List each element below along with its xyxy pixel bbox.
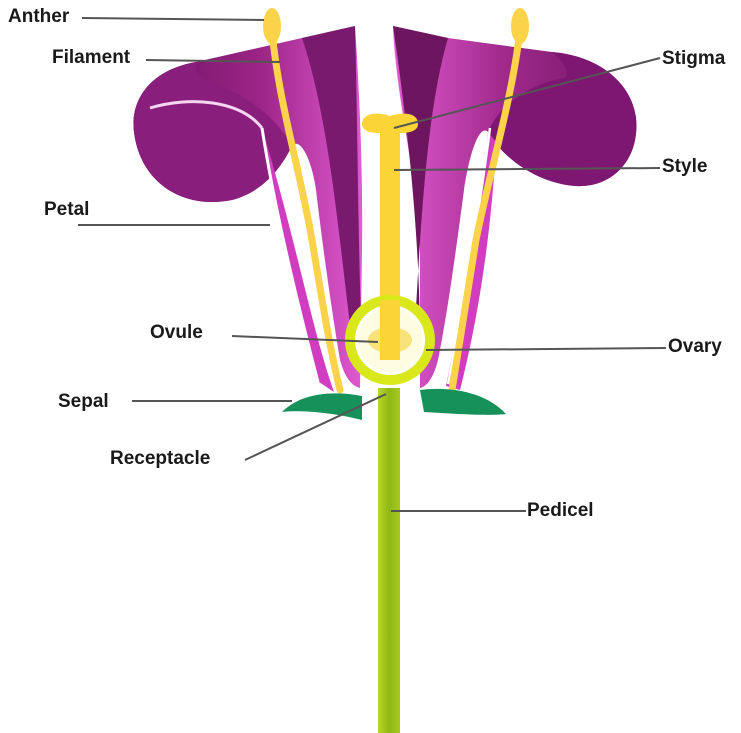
label-petal: Petal (44, 199, 89, 221)
label-pedicel: Pedicel (527, 500, 594, 522)
label-ovary: Ovary (668, 336, 722, 358)
label-receptacle: Receptacle (110, 448, 210, 470)
label-sepal: Sepal (58, 391, 109, 413)
left-sepal (282, 393, 362, 420)
label-filament: Filament (52, 47, 130, 69)
left-anther (263, 8, 281, 44)
right-sepal (420, 389, 506, 415)
pedicel-stem (378, 388, 400, 733)
label-stigma: Stigma (662, 48, 725, 70)
label-ovule: Ovule (150, 322, 203, 344)
right-anther (511, 8, 529, 44)
label-style: Style (662, 156, 707, 178)
label-anther: Anther (8, 6, 69, 28)
anther-line (82, 18, 264, 20)
